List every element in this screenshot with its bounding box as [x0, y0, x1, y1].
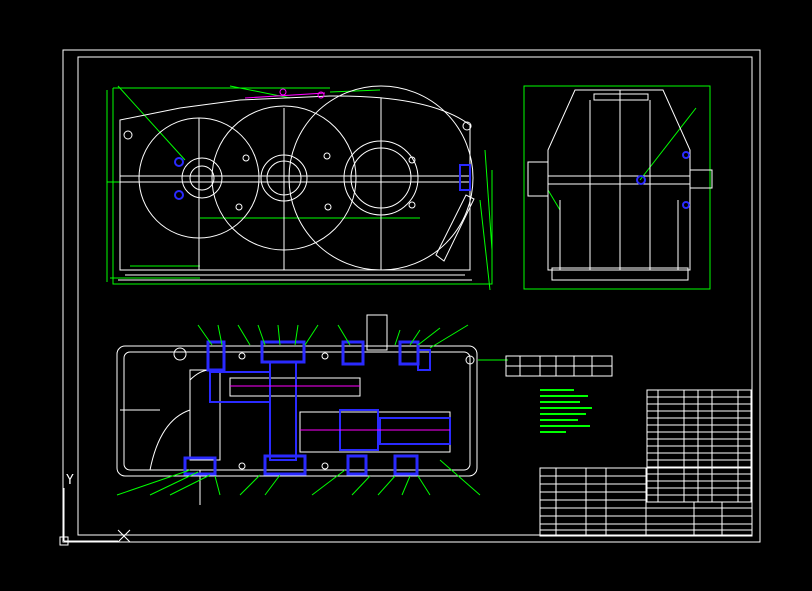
ucs-y-axis-label: Y — [66, 473, 74, 488]
plan-view[interactable] — [116, 314, 508, 505]
plan-bearing-sections — [183, 340, 451, 476]
plan-gear-contacts — [230, 385, 450, 431]
front-view-dimension-lines — [106, 85, 493, 291]
plan-leader-lines — [116, 324, 508, 496]
tech-spec-table[interactable] — [505, 355, 613, 377]
ucs-axis-icon — [59, 488, 131, 546]
side-view-dimension-lines — [523, 85, 711, 290]
side-housing-outline — [527, 89, 713, 281]
sheet-frame — [62, 49, 761, 543]
front-inspection-cover — [244, 88, 326, 99]
side-bearing-details — [636, 151, 690, 209]
side-view[interactable] — [523, 85, 713, 290]
front-housing-outline — [118, 85, 474, 281]
technical-notes — [540, 389, 592, 433]
front-bearing-details — [174, 157, 475, 262]
front-view[interactable] — [106, 85, 493, 291]
title-block[interactable] — [539, 467, 753, 537]
parts-list-table[interactable] — [646, 389, 752, 503]
